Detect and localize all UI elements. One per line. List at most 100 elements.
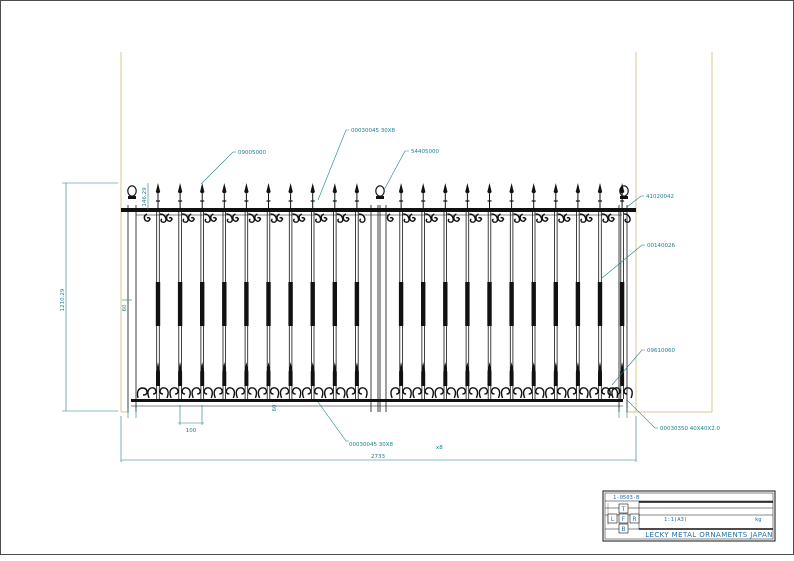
scroll-bottom (390, 387, 400, 399)
scroll-bottom (579, 387, 589, 399)
scroll-bottom (279, 387, 290, 399)
scroll-bottom (346, 387, 356, 399)
company-name: LECKY METAL ORNAMENTS JAPAN (645, 531, 773, 539)
twist-section (354, 282, 360, 326)
scroll-bottom (611, 387, 621, 399)
twist-section (553, 282, 558, 326)
scroll-bottom (446, 387, 457, 399)
scroll-bottom (247, 387, 258, 399)
spear-top (354, 183, 360, 194)
count-label: x8 (436, 445, 443, 451)
scroll-top (204, 213, 211, 223)
pitch-label: 100 (186, 428, 197, 434)
spear-top (177, 183, 183, 194)
top-rail (121, 208, 636, 212)
scroll-top (342, 213, 350, 222)
scroll-top (226, 213, 234, 223)
scroll-top (182, 213, 189, 223)
callout-post: 00030350 40X40X2.0 (660, 426, 721, 432)
unit-value: kg (755, 517, 762, 523)
scroll-top (497, 213, 505, 222)
spear-top (553, 183, 558, 194)
lower-spear (222, 362, 227, 386)
scroll-bottom (225, 387, 236, 399)
dimension-labels: 1210.29 146.29 60 60 100 2733 x8 (60, 187, 443, 460)
spear-top (575, 183, 581, 194)
callout-finial-small: 09005000 (238, 150, 266, 156)
scroll-bottom (557, 387, 567, 399)
walls (120, 52, 713, 413)
twist-section (509, 282, 514, 326)
part-callouts: 09005000 00030045 30X8 54405000 41020042… (238, 128, 721, 448)
callout-bottom-bar: 00030045 30X8 (349, 442, 394, 448)
title-block: T L F R B 1-0503-B 1:1(A3) kg LECKY META… (602, 490, 776, 542)
twist-section (266, 282, 271, 326)
scale-value: 1:1(A3) (664, 517, 687, 523)
spear-top (200, 183, 205, 194)
spear-top (443, 183, 448, 194)
scroll-top (386, 213, 394, 222)
spear-top (310, 183, 315, 194)
finial-base (620, 196, 628, 199)
spear-top (465, 183, 470, 194)
scroll-bottom (412, 387, 422, 399)
view-letter-top: T (621, 506, 626, 513)
scroll-top (358, 213, 366, 223)
scroll-bottom (257, 387, 268, 399)
scroll-bottom (169, 387, 179, 399)
scroll-bottom (203, 387, 214, 399)
spear-top (421, 183, 426, 194)
twist-section (310, 282, 315, 326)
twist-section (398, 282, 404, 326)
leader-lines (200, 129, 658, 442)
twist-section (222, 282, 227, 326)
twist-section (332, 282, 337, 326)
spear-top (266, 183, 271, 194)
scroll-top (430, 213, 439, 222)
scroll-bottom (301, 387, 312, 399)
scroll-top (519, 213, 527, 222)
lower-spear (443, 362, 448, 386)
scroll-top (187, 213, 195, 222)
scroll-bottom (358, 387, 368, 399)
twist-section (597, 282, 603, 326)
callout-top-bar: 00030045 30X8 (351, 128, 396, 134)
spear-top (509, 183, 514, 194)
scroll-bottom (512, 387, 523, 399)
scroll-bottom (269, 387, 280, 399)
scroll-top (292, 213, 300, 223)
scroll-bottom (567, 387, 577, 399)
center-gap-label: 60 (272, 404, 278, 411)
callout-center-finial: 54405000 (411, 149, 439, 155)
lower-spear (465, 362, 470, 386)
scroll-bottom (468, 387, 479, 399)
scroll-top (248, 213, 256, 223)
scroll-top (585, 213, 593, 222)
scroll-bottom (235, 387, 246, 399)
scroll-top (535, 213, 543, 223)
scroll-bottom (291, 387, 302, 399)
scroll-top (453, 213, 461, 222)
scroll-bottom (313, 387, 324, 399)
twist-section (200, 282, 205, 326)
scroll-top (320, 213, 328, 222)
scroll-bottom (402, 387, 412, 399)
twist-section (288, 282, 293, 326)
overall-height-label: 1210.29 (60, 288, 66, 311)
scroll-bottom (456, 387, 467, 399)
scroll-top (425, 213, 432, 223)
scroll-bottom (191, 387, 201, 399)
scroll-top (270, 213, 278, 223)
twist-section (443, 282, 448, 326)
lower-spear (310, 362, 315, 386)
twist-section (155, 282, 161, 326)
scroll-bottom (478, 387, 489, 399)
overall-width-label: 2733 (371, 454, 385, 460)
dimensions (62, 182, 637, 462)
scroll-bottom (434, 387, 445, 399)
scroll-top (513, 213, 521, 223)
spear-top (597, 183, 603, 194)
twist-section (487, 282, 492, 326)
scroll-top (232, 213, 240, 222)
spear-top (155, 183, 161, 194)
